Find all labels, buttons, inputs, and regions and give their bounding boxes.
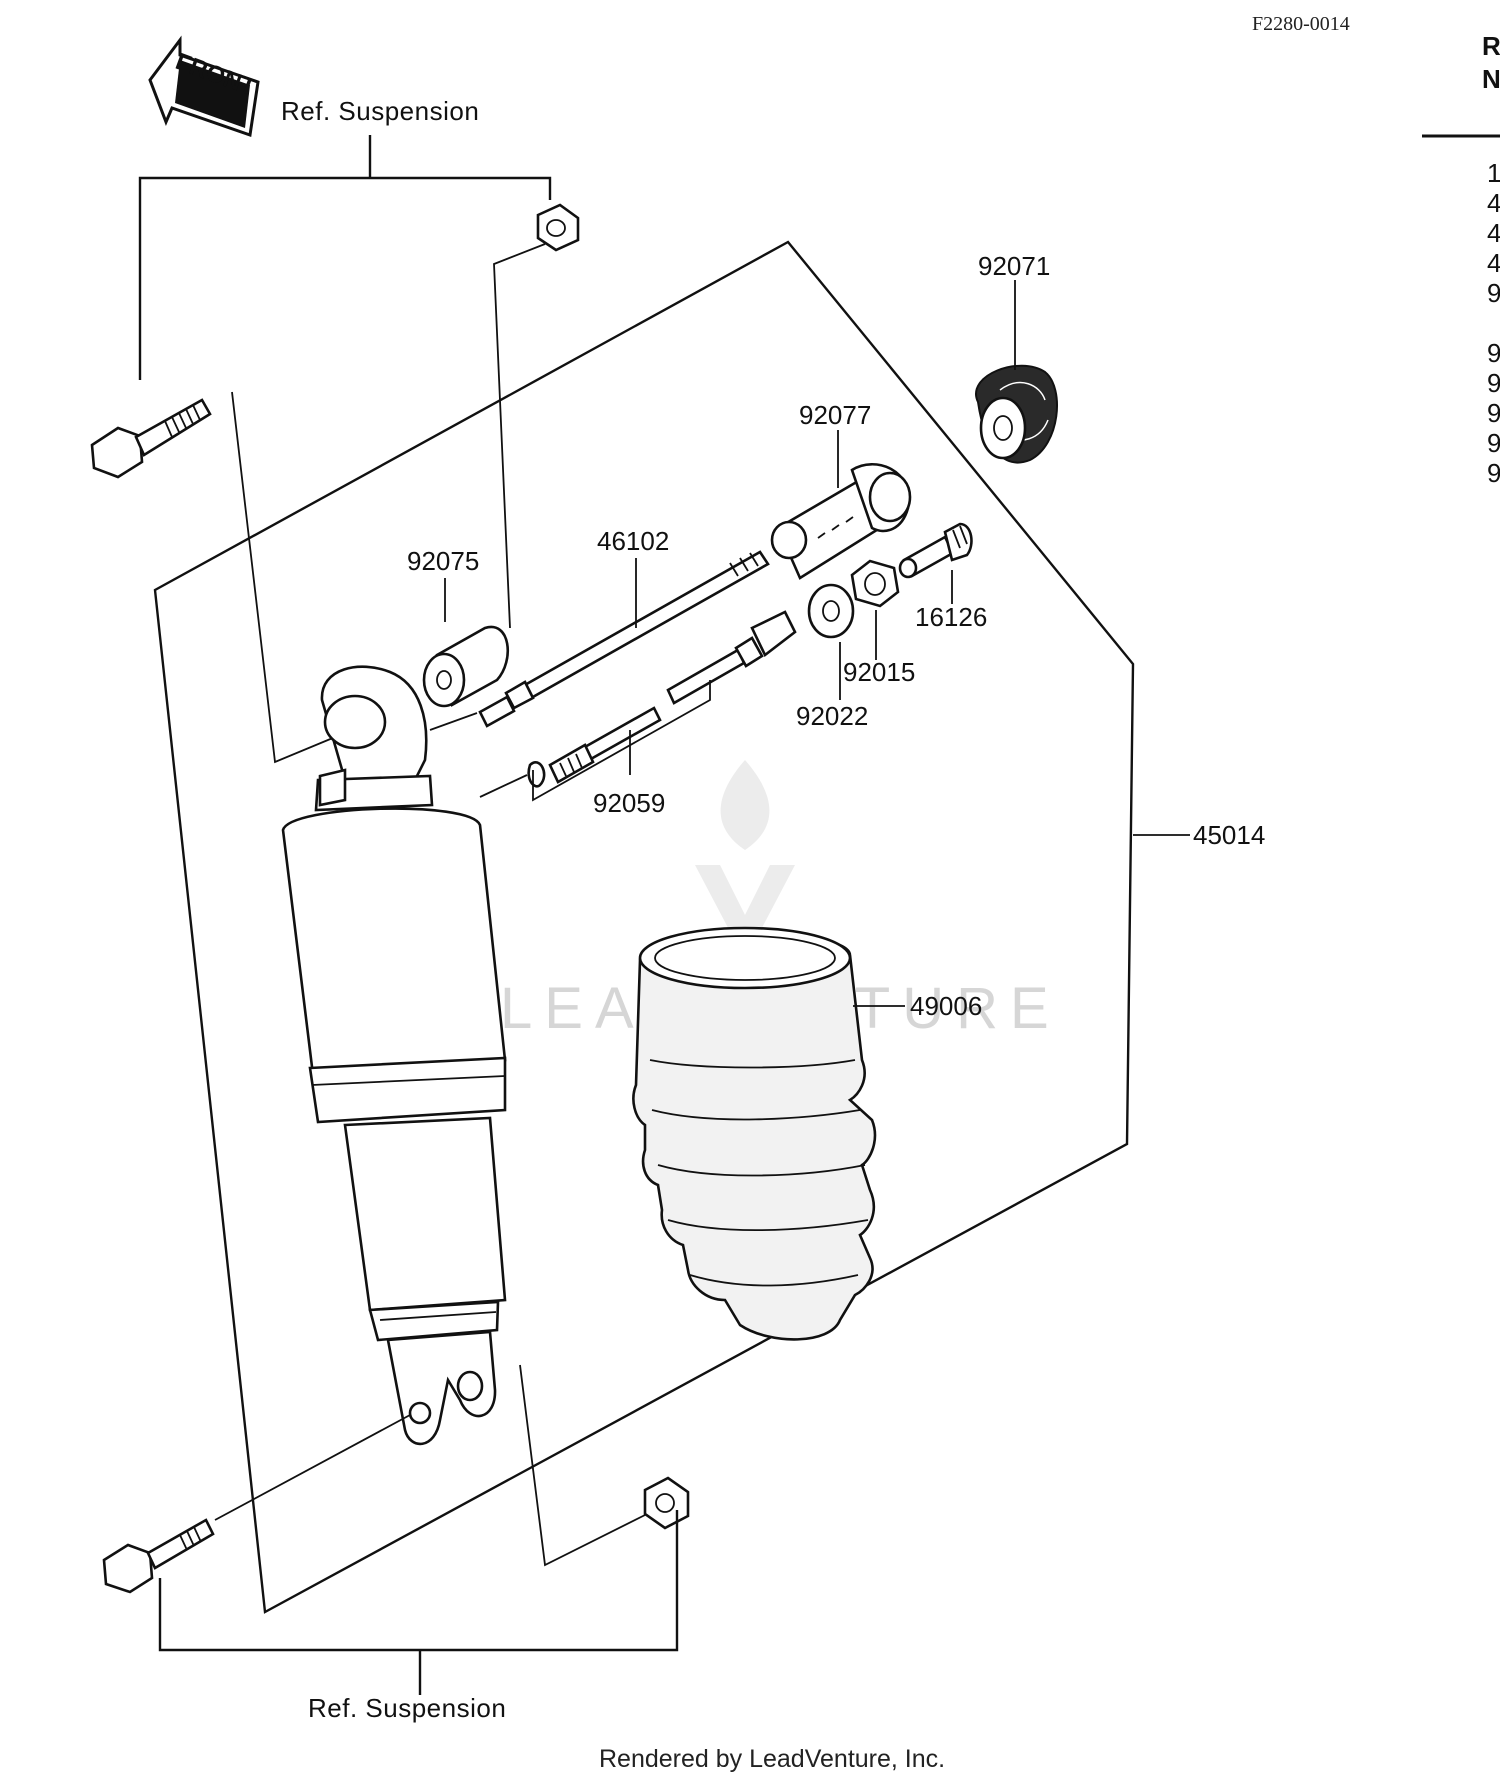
table-row: 9 <box>1487 278 1500 308</box>
table-row: 9 <box>1487 458 1500 488</box>
table-header-line1: R <box>1482 31 1500 61</box>
part-46102-rod <box>478 550 770 728</box>
label-92075: 92075 <box>407 546 479 576</box>
table-row: 4 <box>1487 248 1500 278</box>
leader-nut-bottom <box>519 1364 646 1567</box>
label-92022: 92022 <box>796 701 868 731</box>
leader-nut-top <box>493 243 546 629</box>
label-92071: 92071 <box>978 251 1050 281</box>
ref-suspension-bottom: Ref. Suspension <box>308 1693 506 1723</box>
label-45014: 45014 <box>1193 820 1265 850</box>
watermark-v-icon <box>695 865 795 960</box>
diagram-code: F2280-0014 <box>1252 13 1350 35</box>
table-row: 9 <box>1487 338 1500 368</box>
part-92022-washer <box>807 583 855 639</box>
label-46102: 46102 <box>597 526 669 556</box>
table-row: 1 <box>1487 158 1500 188</box>
watermark-flame-icon <box>720 760 770 850</box>
table-row: 4 <box>1487 218 1500 248</box>
parts-table-cropped: R N 1 4 4 4 9 9 9 9 9 9 <box>1422 31 1500 488</box>
table-row: 4 <box>1487 188 1500 218</box>
assembly-outline <box>153 240 1135 1614</box>
bolt-top <box>90 398 212 479</box>
table-row: 9 <box>1487 368 1500 398</box>
table-row: 9 <box>1487 398 1500 428</box>
nut-bottom <box>643 1476 690 1530</box>
bolt-bottom <box>102 1518 215 1594</box>
shock-absorber-body <box>281 665 507 1446</box>
leader-46102-body <box>429 712 478 731</box>
label-16126: 16126 <box>915 602 987 632</box>
leader-92059-body <box>479 774 528 798</box>
ref-top-bracket <box>138 135 552 380</box>
table-header-line2: N <box>1482 64 1500 94</box>
leader-bolt-top <box>231 391 341 764</box>
front-arrow-icon: FRONT <box>148 35 260 138</box>
part-92015-nut <box>850 559 900 608</box>
part-92075-bushing <box>422 625 510 708</box>
part-16126-valve <box>898 522 973 579</box>
nut-top <box>536 203 580 252</box>
table-row: 9 <box>1487 428 1500 458</box>
label-92077: 92077 <box>799 400 871 430</box>
leader-bolt-bottom <box>214 1414 411 1521</box>
rendered-by-credit: Rendered by LeadVenture, Inc. <box>599 1745 945 1773</box>
ref-bottom-bracket <box>158 1510 679 1695</box>
part-92059-rod <box>527 610 797 802</box>
part-92071-grommet <box>975 364 1058 464</box>
label-92059: 92059 <box>593 788 665 818</box>
part-49006-dust-boot <box>632 926 877 1341</box>
label-92015: 92015 <box>843 657 915 687</box>
ref-suspension-top: Ref. Suspension <box>281 96 479 126</box>
part-92077-adjuster <box>770 462 912 580</box>
label-49006: 49006 <box>910 991 982 1021</box>
